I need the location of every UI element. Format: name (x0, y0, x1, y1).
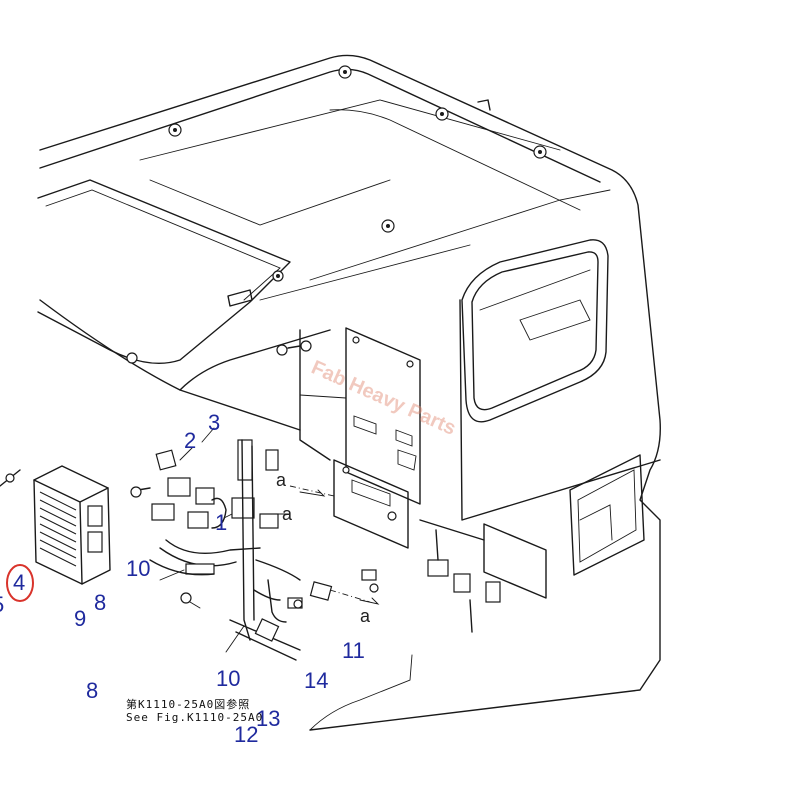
callout-12: 12 (234, 722, 258, 747)
mounting-bracket (276, 327, 421, 549)
callout-9: 9 (74, 606, 86, 631)
callout-2: 2 (184, 428, 196, 453)
callout-11: 11 (342, 638, 365, 663)
ref-letter-a-1: a (276, 470, 287, 490)
callout-13: 13 (256, 706, 280, 731)
relay-cluster (130, 439, 279, 529)
callout-14: 14 (304, 668, 328, 693)
main-harness (149, 439, 301, 661)
callout-10-upper: 10 (126, 556, 150, 581)
callout-5: 5 (0, 592, 4, 617)
note-line-1: 第K1110-25A0図参照 (126, 697, 250, 711)
callout-1: 1 (215, 510, 227, 535)
controller-unit (0, 465, 111, 585)
highlight-circle (6, 564, 34, 602)
leader-lines (159, 427, 291, 653)
callout-8-upper: 8 (94, 590, 106, 615)
figure-note: 第K1110-25A0図参照 See Fig.K1110-25A0 (126, 697, 263, 724)
cab-shell (37, 54, 661, 731)
note-line-2: See Fig.K1110-25A0 (126, 711, 263, 724)
callout-4: 4 (13, 570, 25, 595)
relay-panel (419, 519, 547, 633)
reference-lines (289, 485, 380, 605)
callout-8-lower: 8 (86, 678, 98, 703)
ref-letter-a-3: a (282, 504, 293, 524)
ref-letter-a-2: a (360, 606, 371, 626)
reference-letters: a a a (276, 470, 371, 626)
watermark-text: Fab Heavy Parts (308, 356, 459, 439)
part-callouts: 1 2 3 4 5 8 8 9 10 10 11 12 13 14 (0, 410, 365, 747)
callout-3: 3 (208, 410, 220, 435)
callout-10-lower: 10 (216, 666, 240, 691)
connectors-right (267, 569, 379, 623)
roof-bolts (126, 65, 547, 364)
